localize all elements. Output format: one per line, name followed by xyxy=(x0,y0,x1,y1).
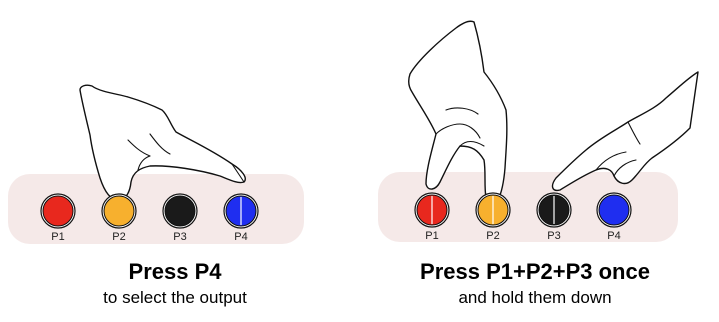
illustration-press-p1-p2-p3: P1 P2 P3 P4 xyxy=(378,20,699,242)
button-p3[interactable]: P3 xyxy=(536,192,572,242)
button-p1[interactable]: P1 xyxy=(414,192,450,242)
panel-press-p1-p2-p3: P1 P2 P3 P4 Press P1+P2+P3 once and hold th… xyxy=(360,0,710,322)
button-cap xyxy=(164,195,196,227)
button-strip xyxy=(8,174,304,244)
instruction-title: Press P4 xyxy=(128,259,222,284)
button-label: P3 xyxy=(173,231,186,243)
button-label: P4 xyxy=(234,231,247,243)
button-strip xyxy=(378,172,678,242)
instruction-subtitle: and hold them down xyxy=(458,288,612,307)
button-cap xyxy=(598,194,630,226)
button-label: P2 xyxy=(112,231,125,243)
button-p2[interactable]: P2 xyxy=(101,193,137,243)
button-label: P3 xyxy=(547,230,560,242)
instruction-subtitle: to select the output xyxy=(103,288,247,307)
button-p4[interactable]: P4 xyxy=(223,193,259,243)
hand-icon xyxy=(79,84,246,201)
button-label: P2 xyxy=(486,230,499,242)
button-p4[interactable]: P4 xyxy=(596,192,632,242)
panel-press-p4: P1 P2 P3 P4 Press P4 to select the output xyxy=(0,0,350,322)
right-hand-icon xyxy=(551,71,699,192)
illustration-press-p4: P1 P2 P3 P4 xyxy=(8,84,304,244)
button-p1[interactable]: P1 xyxy=(40,193,76,243)
right-hand-finger-lines xyxy=(595,121,641,177)
button-cap xyxy=(42,195,74,227)
button-p2[interactable]: P2 xyxy=(475,192,511,242)
button-label: P4 xyxy=(607,230,620,242)
left-hand-finger-lines xyxy=(435,107,485,147)
button-label: P1 xyxy=(425,230,438,242)
button-cap xyxy=(103,195,135,227)
hand-finger-lines xyxy=(127,133,245,183)
instruction-title: Press P1+P2+P3 once xyxy=(420,259,650,284)
button-label: P1 xyxy=(51,231,64,243)
button-p3[interactable]: P3 xyxy=(162,193,198,243)
